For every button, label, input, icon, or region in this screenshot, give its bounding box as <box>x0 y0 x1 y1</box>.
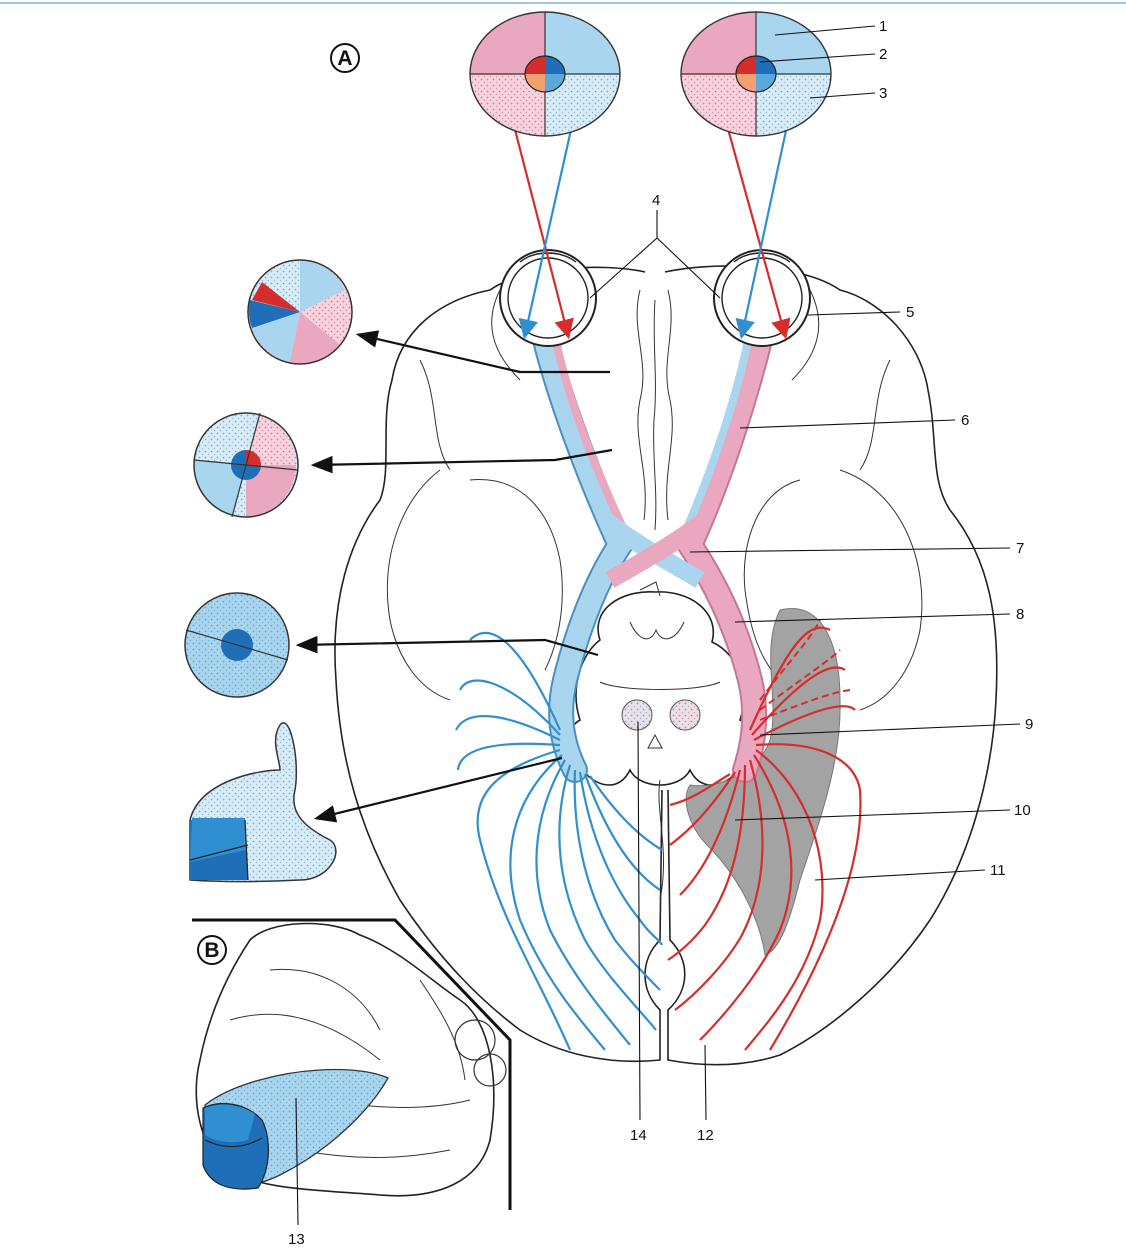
label-8: 8 <box>1016 606 1024 623</box>
visual-field-left-eye <box>470 12 620 136</box>
label-11: 11 <box>990 862 1006 879</box>
panel-b-lateral-view <box>192 920 510 1210</box>
brain-outline <box>335 266 997 1065</box>
panel-b-letter: B <box>204 939 219 962</box>
label-7: 7 <box>1016 540 1024 557</box>
label-12: 12 <box>697 1127 714 1144</box>
label-14: 14 <box>630 1127 647 1144</box>
label-13: 13 <box>288 1231 305 1248</box>
visual-field-right-eye <box>681 12 831 136</box>
numeric-labels: 1 2 3 4 5 6 7 8 9 10 11 12 13 14 <box>288 18 1033 1248</box>
label-2: 2 <box>879 46 887 63</box>
label-5: 5 <box>906 304 914 321</box>
tract-section <box>185 593 289 697</box>
label-6: 6 <box>961 412 969 429</box>
cortex-field-shape <box>190 723 336 882</box>
label-1: 1 <box>879 18 887 35</box>
label-3: 3 <box>879 85 887 102</box>
label-10: 10 <box>1014 802 1031 819</box>
optic-nerve-section <box>248 260 352 364</box>
label-9: 9 <box>1025 716 1033 733</box>
chiasm-section <box>194 413 298 517</box>
panel-a-letter: A <box>337 47 352 70</box>
right-eye <box>714 250 810 346</box>
left-eye <box>500 250 596 346</box>
visual-cortex-region <box>686 608 840 955</box>
label-4: 4 <box>652 192 660 209</box>
